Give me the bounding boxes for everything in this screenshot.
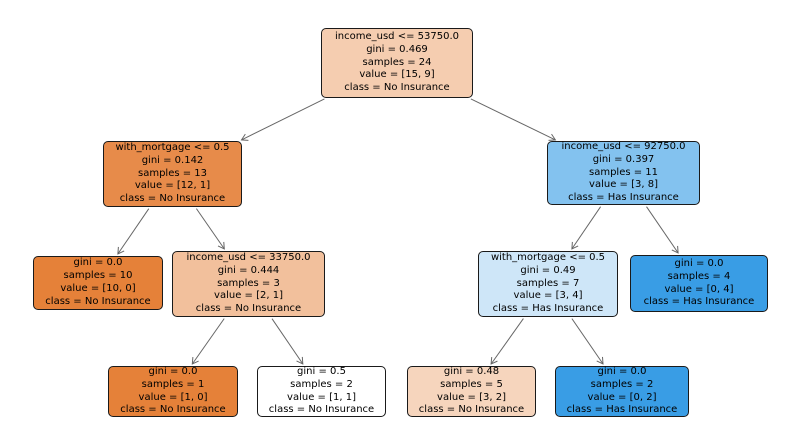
edge-lr-to-b	[271, 318, 304, 365]
node-class: class = No Insurance	[344, 82, 450, 94]
node-value: value = [2, 1]	[214, 290, 283, 302]
node-class: class = No Insurance	[418, 404, 525, 416]
node-gini: gini = 0.142	[141, 154, 204, 166]
node-samples: samples = 4	[667, 270, 731, 282]
node-samples: samples = 2	[590, 378, 654, 390]
edge-rl-to-c	[490, 318, 524, 365]
node-value: value = [12, 1]	[134, 180, 211, 192]
node-gini: gini = 0.0	[73, 257, 123, 269]
node-class: class = Has Insurance	[492, 303, 604, 315]
node-gini: gini = 0.469	[366, 43, 428, 55]
node-gini: gini = 0.48	[443, 365, 500, 377]
node-class: class = No Insurance	[195, 303, 302, 315]
node-samples: samples = 2	[290, 378, 353, 390]
node-split-rule: with_mortgage <= 0.5	[490, 252, 606, 263]
node-samples: samples = 24	[362, 56, 432, 68]
tree-leaf-bottom-4: gini = 0.0 samples = 2 value = [0, 2] cl…	[555, 366, 689, 417]
node-gini: gini = 0.0	[597, 365, 647, 377]
tree-node-left-right-depth2: income_usd <= 33750.0 gini = 0.444 sampl…	[172, 251, 325, 317]
node-value: value = [3, 8]	[589, 179, 658, 191]
node-split-rule: with_mortgage <= 0.5	[115, 142, 230, 153]
node-samples: samples = 10	[63, 270, 133, 282]
node-samples: samples = 5	[440, 378, 503, 390]
node-gini: gini = 0.0	[674, 257, 724, 269]
edge-root-to-l1	[240, 98, 325, 141]
node-gini: gini = 0.5	[297, 365, 346, 377]
node-class: class = No Insurance	[268, 404, 375, 416]
edge-l1-to-ll	[117, 208, 150, 255]
node-class: class = No Insurance	[45, 295, 151, 307]
node-value: value = [1, 0]	[138, 391, 208, 403]
tree-node-left-depth1: with_mortgage <= 0.5 gini = 0.142 sample…	[103, 141, 242, 207]
node-value: value = [3, 2]	[437, 391, 506, 403]
node-samples: samples = 1	[141, 378, 205, 390]
node-value: value = [0, 4]	[664, 283, 734, 295]
node-class: class = Has Insurance	[568, 192, 679, 204]
node-class: class = Has Insurance	[566, 404, 678, 416]
tree-node-right-left-depth2: with_mortgage <= 0.5 gini = 0.49 samples…	[478, 251, 618, 317]
node-value: value = [15, 9]	[359, 69, 435, 81]
tree-leaf-bottom-1: gini = 0.0 samples = 1 value = [1, 0] cl…	[108, 366, 238, 417]
node-split-rule: income_usd <= 53750.0	[335, 31, 459, 42]
node-samples: samples = 11	[588, 166, 659, 178]
node-gini: gini = 0.49	[520, 264, 576, 276]
node-samples: samples = 7	[516, 277, 580, 289]
node-split-rule: income_usd <= 92750.0	[561, 141, 686, 153]
tree-node-right-depth1: income_usd <= 92750.0 gini = 0.397 sampl…	[547, 141, 700, 205]
edge-root-to-r1	[470, 98, 557, 141]
tree-node-root: income_usd <= 53750.0 gini = 0.469 sampl…	[321, 28, 473, 98]
edge-r1-to-rr	[646, 206, 679, 254]
node-class: class = No Insurance	[120, 404, 226, 416]
node-split-rule: income_usd <= 33750.0	[186, 252, 311, 263]
node-value: value = [3, 4]	[513, 290, 583, 302]
edge-r1-to-rl	[571, 206, 602, 250]
tree-leaf-right-right: gini = 0.0 samples = 4 value = [0, 4] cl…	[630, 255, 768, 312]
tree-leaf-left-left: gini = 0.0 samples = 10 value = [10, 0] …	[33, 256, 163, 310]
node-samples: samples = 3	[217, 277, 280, 289]
edge-rl-to-d	[571, 318, 604, 365]
node-class: class = No Insurance	[119, 193, 226, 205]
tree-leaf-bottom-2: gini = 0.5 samples = 2 value = [1, 1] cl…	[257, 366, 386, 417]
node-class: class = Has Insurance	[643, 296, 755, 308]
node-gini: gini = 0.397	[592, 153, 655, 165]
node-gini: gini = 0.444	[217, 264, 280, 276]
edge-l1-to-lr	[195, 208, 225, 250]
edge-lr-to-a	[191, 318, 225, 365]
node-value: value = [0, 2]	[587, 391, 657, 403]
node-samples: samples = 13	[137, 167, 208, 179]
node-value: value = [1, 1]	[287, 391, 356, 403]
tree-leaf-bottom-3: gini = 0.48 samples = 5 value = [3, 2] c…	[407, 366, 536, 417]
node-value: value = [10, 0]	[60, 283, 136, 294]
node-gini: gini = 0.0	[148, 365, 198, 377]
